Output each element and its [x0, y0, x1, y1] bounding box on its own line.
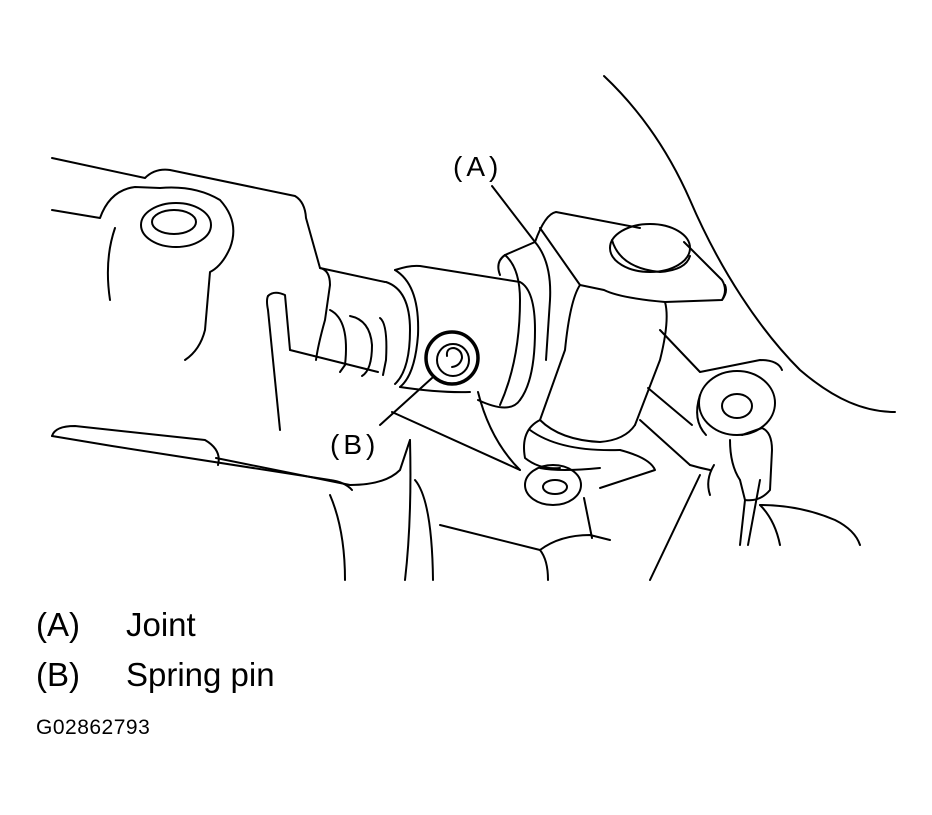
legend-item-joint: (A) Joint: [36, 605, 196, 645]
legend-label: Joint: [126, 606, 196, 643]
spring-pin: [424, 330, 480, 386]
joint-diagram: (A) (B): [51, 75, 896, 581]
right-bracket: [639, 329, 861, 581]
callout-b-label: (B): [330, 429, 379, 460]
body-outline: [51, 75, 896, 581]
legend-item-spring-pin: (B) Spring pin: [36, 655, 275, 695]
callout-b: (B): [330, 377, 521, 471]
legend-key: (A): [36, 606, 80, 643]
callout-a: (A): [453, 151, 536, 243]
shaft: [289, 264, 536, 401]
legend-key: (B): [36, 656, 80, 693]
universal-joint: [477, 211, 727, 506]
left-housing: [140, 186, 291, 431]
callout-a-label: (A): [453, 151, 502, 182]
figure-id: G02862793: [36, 716, 151, 739]
legend-label: Spring pin: [126, 656, 275, 693]
